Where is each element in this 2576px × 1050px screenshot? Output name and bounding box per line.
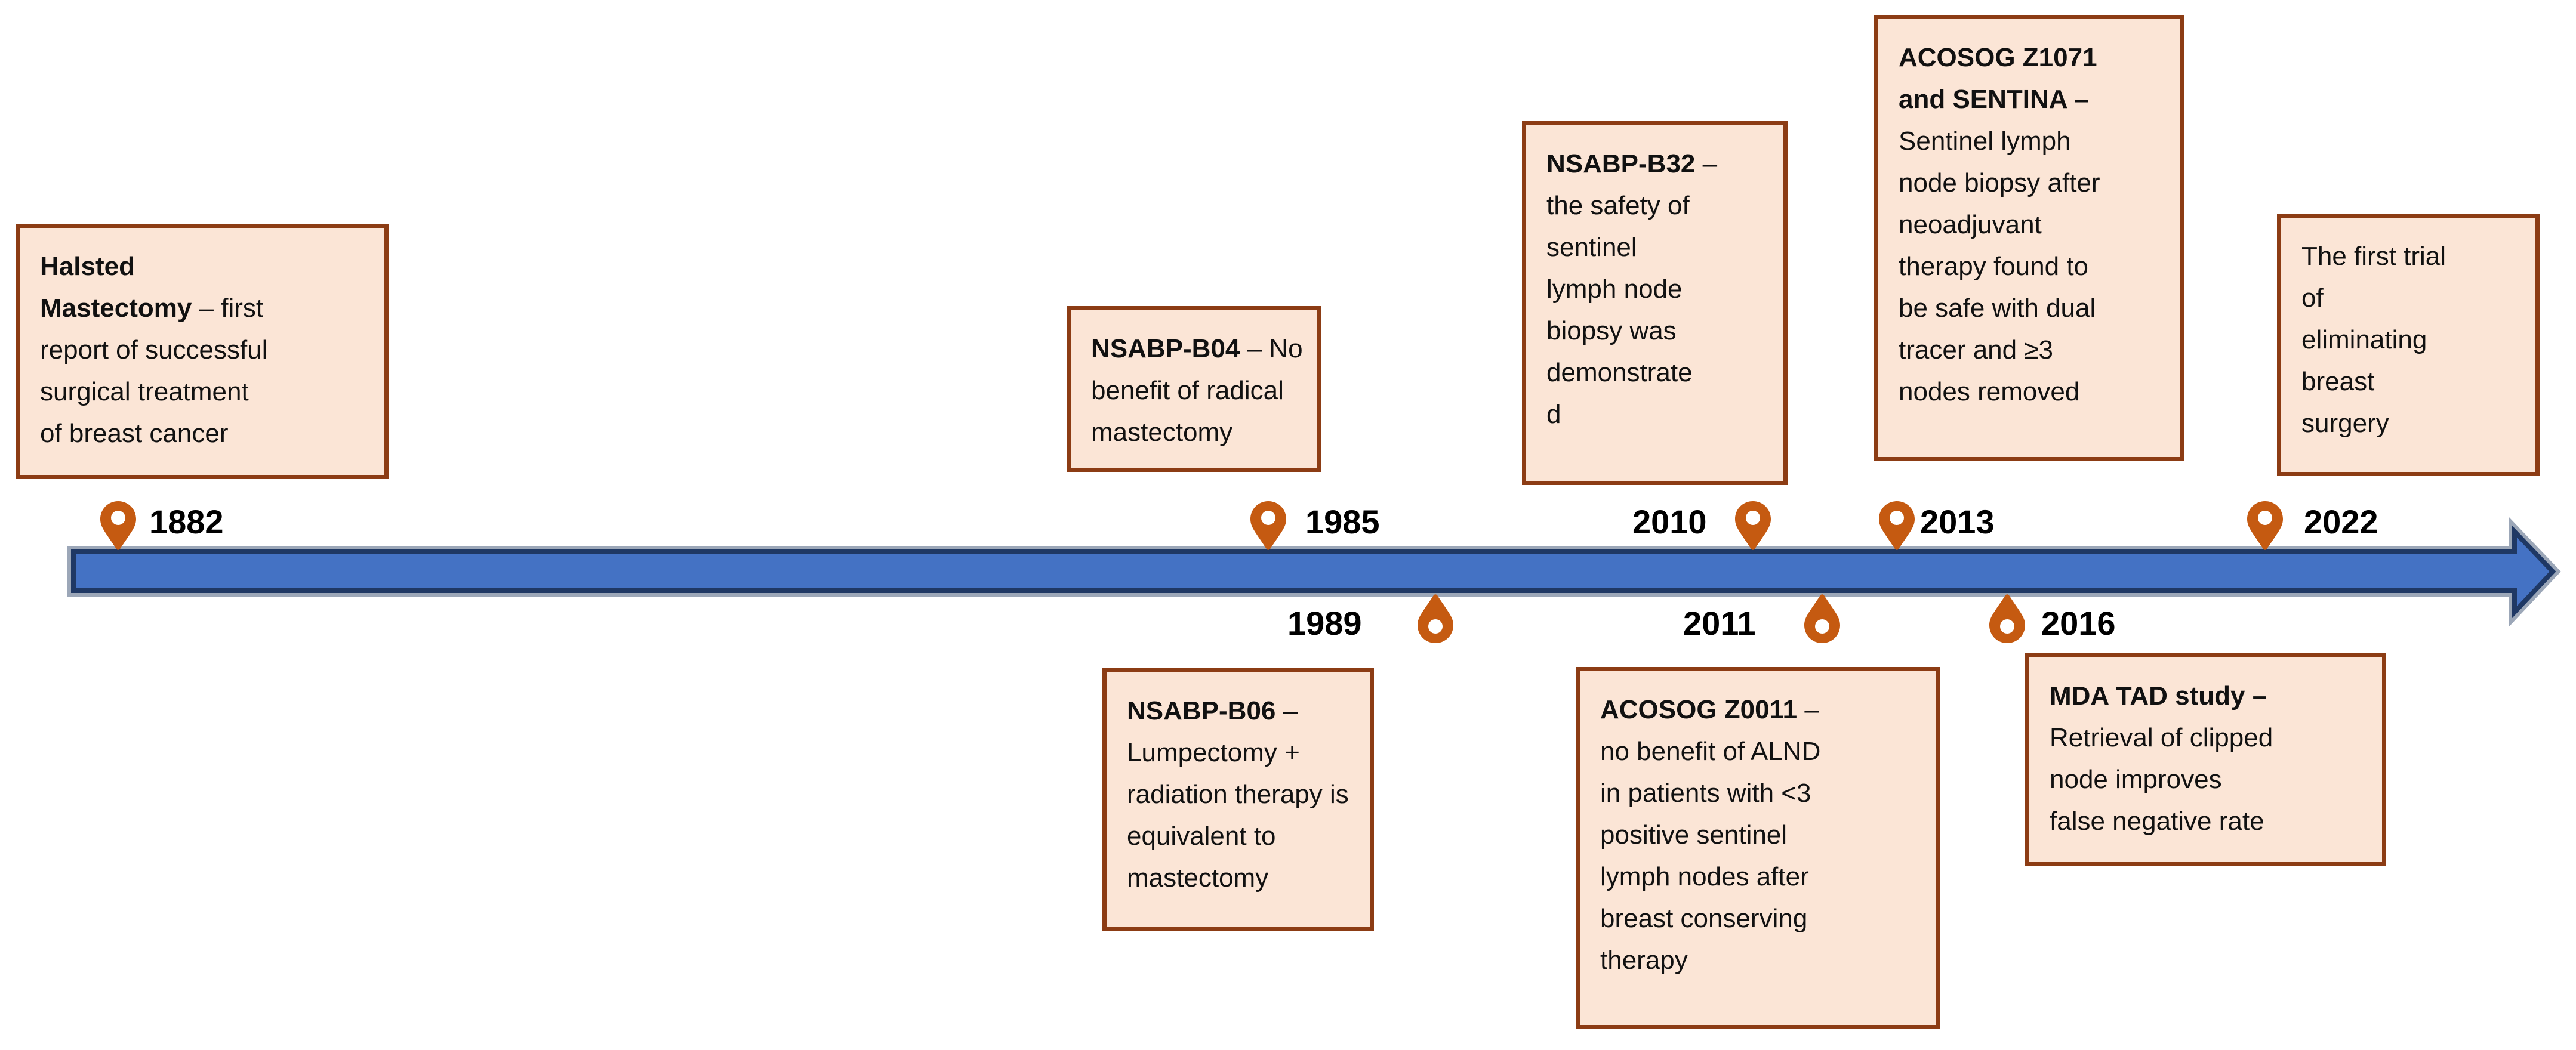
event-title: NSABP-B06	[1127, 696, 1276, 725]
year-label-2011: 2011	[1683, 604, 1756, 642]
map-pin-icon-2022	[2247, 501, 2284, 552]
year-label-2022: 2022	[2304, 503, 2378, 541]
event-box-nsabp-b06: NSABP-B06 – Lumpectomy + radiation thera…	[1102, 668, 1374, 931]
event-description: – no benefit of ALND in patients with <3…	[1600, 695, 1821, 975]
event-title: Halsted Mastectomy	[40, 252, 192, 323]
event-description: Sentinel lymph node biopsy after neoadju…	[1899, 126, 2100, 406]
map-pin-icon-1989	[1417, 592, 1454, 644]
year-label-2016: 2016	[2041, 604, 2116, 642]
event-title: MDA TAD study –	[2050, 681, 2267, 711]
event-box-mda-tad-study: MDA TAD study – Retrieval of clipped nod…	[2025, 653, 2386, 866]
event-title: NSABP-B32	[1546, 149, 1696, 178]
event-description: Retrieval of clipped node improves false…	[2050, 723, 2273, 836]
event-box-halsted-mastectomy: Halsted Mastectomy – first report of suc…	[16, 224, 389, 479]
year-label-2013: 2013	[1920, 503, 1995, 541]
year-label-1985: 1985	[1305, 503, 1380, 541]
timeline-arrow-shape	[71, 526, 2556, 619]
event-box-first-trial-eliminating-surgery: The first trial of eliminating breast su…	[2277, 214, 2540, 476]
event-title: ACOSOG Z1071 and SENTINA –	[1899, 43, 2097, 114]
event-description: – Lumpectomy + radiation therapy is equi…	[1127, 696, 1349, 892]
map-pin-icon-2010	[1734, 501, 1771, 552]
year-label-1882: 1882	[149, 503, 224, 541]
year-label-2010: 2010	[1632, 503, 1707, 541]
event-title: ACOSOG Z0011	[1600, 695, 1798, 724]
map-pin-icon-1882	[100, 501, 137, 552]
map-pin-icon-2013	[1878, 501, 1915, 552]
map-pin-icon-1985	[1250, 501, 1287, 552]
event-description: The first trial of eliminating breast su…	[2301, 242, 2446, 438]
event-box-acosog-z0011: ACOSOG Z0011 – no benefit of ALND in pat…	[1576, 667, 1940, 1029]
event-box-acosog-z1071-sentina: ACOSOG Z1071 and SENTINA – Sentinel lymp…	[1874, 15, 2184, 461]
event-box-nsabp-b32: NSABP-B32 – the safety of sentinel lymph…	[1522, 121, 1788, 485]
map-pin-icon-2016	[1989, 592, 2026, 644]
event-description: – the safety of sentinel lymph node biop…	[1546, 149, 1718, 429]
event-description: – No benefit of radical mastectomy	[1091, 334, 1303, 447]
year-label-1989: 1989	[1287, 604, 1362, 642]
event-title: NSABP-B04	[1091, 334, 1240, 363]
event-box-nsabp-b04: NSABP-B04 – No benefit of radical mastec…	[1067, 306, 1321, 472]
event-description: – first report of successful surgical tr…	[40, 294, 268, 448]
map-pin-icon-2011	[1804, 592, 1841, 644]
